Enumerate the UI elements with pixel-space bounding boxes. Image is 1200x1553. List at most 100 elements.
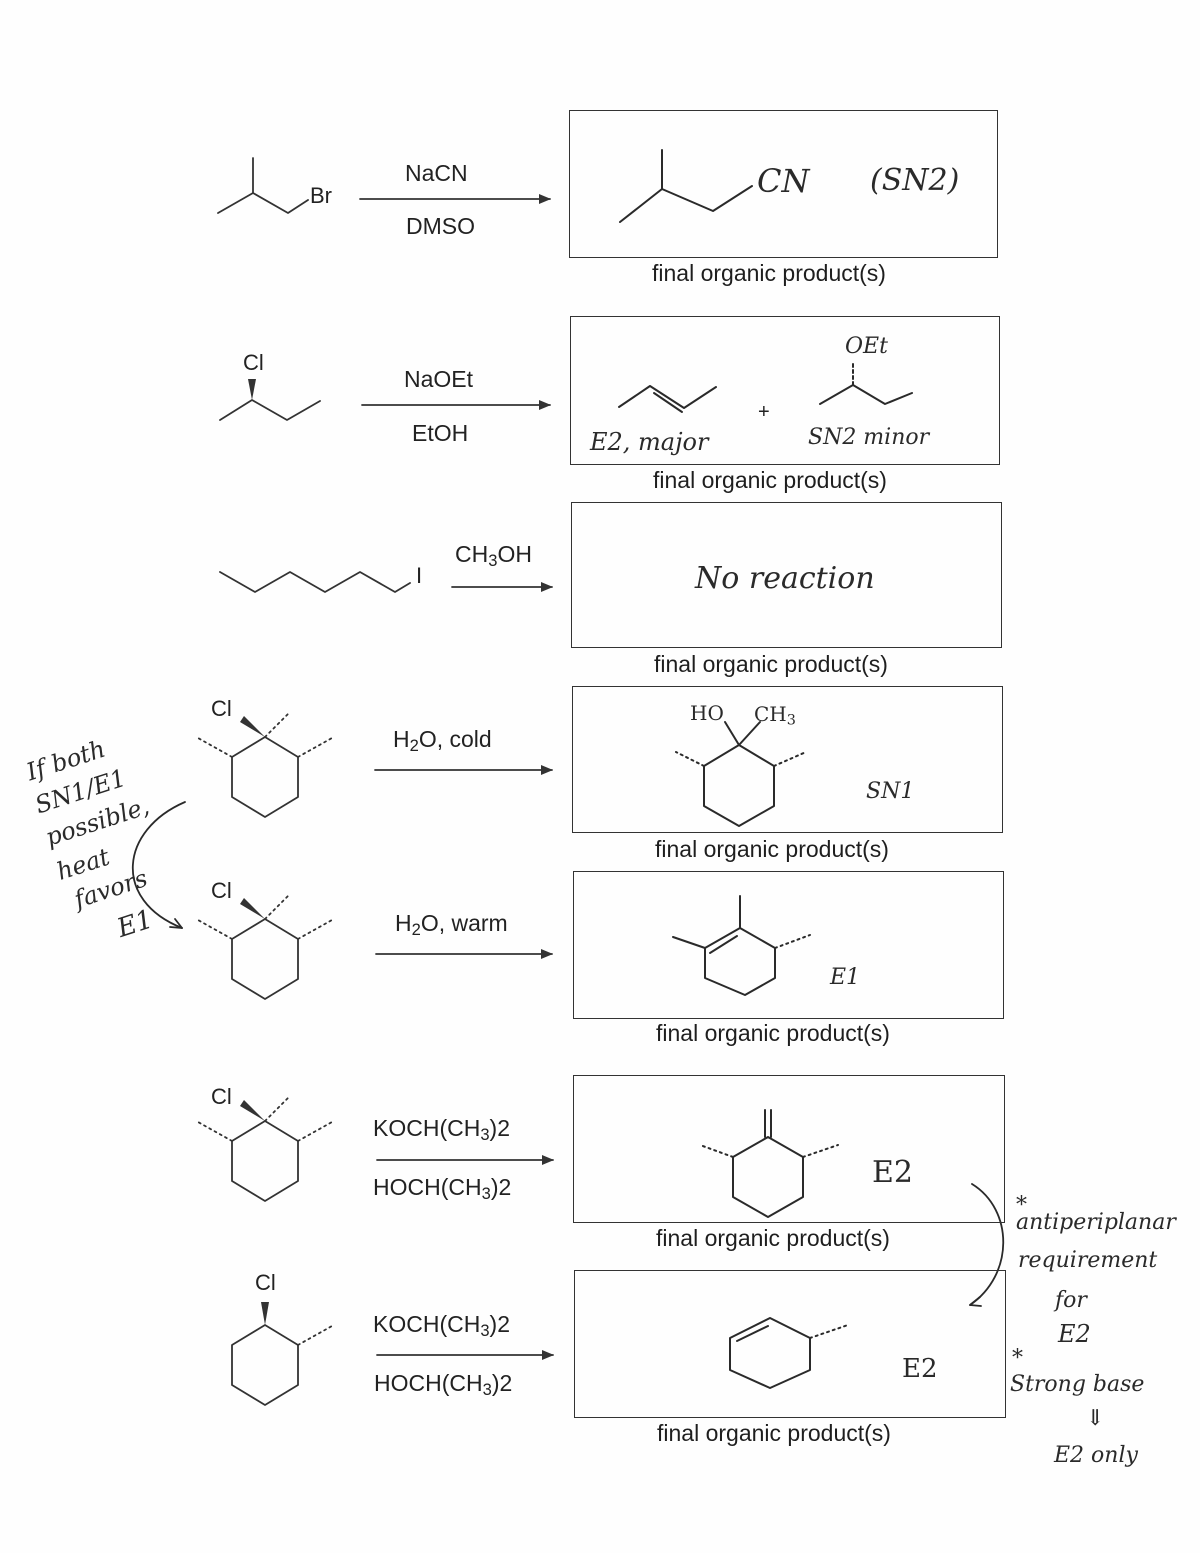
box-caption-4: final organic product(s) xyxy=(655,836,889,862)
reagent-7-top-tail: )2 xyxy=(489,1311,510,1337)
reagent-7-bottom-tail: )2 xyxy=(491,1370,513,1396)
answer-box-1[interactable] xyxy=(569,110,998,258)
substrate-6-atom: Cl xyxy=(211,1084,232,1109)
product-2-alkene xyxy=(618,385,717,413)
box-caption-6: final organic product(s) xyxy=(656,1225,890,1251)
box-caption-5: final organic product(s) xyxy=(656,1020,890,1046)
margin-note-right-line-3: for xyxy=(1055,1288,1087,1313)
reagent-6-bottom-tail: )2 xyxy=(490,1174,512,1200)
margin-note-right-line-2: requirement xyxy=(1018,1248,1158,1273)
wedge-bond-7 xyxy=(261,1302,269,1325)
note-left-curved-arrow xyxy=(131,801,186,929)
substrate-5-atom: Cl xyxy=(211,878,232,903)
margin-note-right2-star: * xyxy=(1012,1346,1023,1371)
reagent-3-top: CH3OH xyxy=(455,541,532,569)
reagent-6-top-tail: )2 xyxy=(489,1115,510,1141)
reagent-4-tail: O, cold xyxy=(418,726,492,752)
answer-3-note: No reaction xyxy=(695,561,875,596)
answer-6-mechanism: E2 xyxy=(872,1155,913,1190)
reagent-2-top: NaOEt xyxy=(404,366,474,392)
product-1-skeleton xyxy=(619,149,753,223)
box-caption-3: final organic product(s) xyxy=(654,651,888,677)
margin-note-right-star: * xyxy=(1016,1193,1027,1218)
answer-4-group-right-text: CH xyxy=(754,702,787,726)
answer-box-6[interactable] xyxy=(573,1075,1005,1223)
substrate-3-skeleton xyxy=(219,571,411,593)
wedge-bond-6 xyxy=(240,1100,265,1121)
reagent-1-top: NaCN xyxy=(405,160,468,186)
reagent-6-bottom-text: HOCH(CH xyxy=(373,1174,482,1200)
reagent-1-bottom: DMSO xyxy=(406,213,475,239)
substrate-4-atom: Cl xyxy=(211,696,232,721)
answer-2-label-left: E2, major xyxy=(590,428,709,456)
answer-4-group-right: CH3 xyxy=(754,702,796,728)
answer-1-group: CN xyxy=(757,162,810,200)
substrate-2-skeleton xyxy=(219,399,321,421)
answer-4-group-left: HO xyxy=(690,701,724,725)
reagent-5-text: H xyxy=(395,910,412,936)
reagent-6-bottom-sub: 3 xyxy=(481,1184,491,1204)
product-5-ring xyxy=(672,895,811,996)
answer-box-5[interactable] xyxy=(573,871,1004,1019)
product-4-ring xyxy=(675,721,807,827)
substrate-7-ring xyxy=(231,1324,333,1406)
answer-4-group-right-sub: 3 xyxy=(786,712,796,729)
answer-box-3[interactable] xyxy=(571,502,1002,648)
answer-box-7[interactable] xyxy=(574,1270,1006,1418)
reagent-6-bottom: HOCH(CH3)2 xyxy=(373,1174,512,1202)
margin-note-right2-line-1: Strong base xyxy=(1010,1372,1145,1397)
substrate-1-skeleton xyxy=(217,157,309,214)
product-2-ether xyxy=(819,360,913,405)
reagent-7-bottom-sub: 3 xyxy=(482,1380,492,1400)
answer-1-mechanism: (SN2) xyxy=(870,163,960,198)
reagent-4-top: H2O, cold xyxy=(393,726,492,754)
answer-2-plus: + xyxy=(758,401,770,423)
note-right-bracket-arrow xyxy=(969,1183,1005,1306)
substrate-7-atom: Cl xyxy=(255,1270,276,1295)
answer-box-4[interactable] xyxy=(572,686,1003,833)
margin-note-left-line-6: E1 xyxy=(113,904,157,944)
margin-note-right2-line-3: E2 only xyxy=(1054,1443,1138,1468)
reagent-5-tail: O, warm xyxy=(420,910,508,936)
answer-4-mechanism: SN1 xyxy=(866,779,915,804)
margin-note-right-line-4: E2 xyxy=(1058,1320,1091,1348)
answer-2-label-right: SN2 minor xyxy=(808,425,930,450)
wedge-bond-4 xyxy=(240,716,265,737)
product-6-ring xyxy=(699,1109,839,1218)
answer-box-2[interactable] xyxy=(570,316,1000,465)
reagent-7-top-sub: 3 xyxy=(480,1321,490,1341)
box-caption-2: final organic product(s) xyxy=(653,467,887,493)
substrate-3-atom: I xyxy=(416,563,423,588)
margin-note-right-line-1: antiperiplanar xyxy=(1016,1210,1176,1235)
substrate-4-ring xyxy=(197,711,333,818)
reagent-6-top: KOCH(CH3)2 xyxy=(373,1115,510,1143)
reagent-3-tail: OH xyxy=(497,541,532,567)
reagent-3-text: CH xyxy=(455,541,489,567)
reagent-7-bottom: HOCH(CH3)2 xyxy=(374,1370,513,1398)
reagent-4-sub: 2 xyxy=(409,736,419,756)
reagent-6-top-text: KOCH(CH xyxy=(373,1115,481,1141)
reagent-6-top-sub: 3 xyxy=(480,1125,490,1145)
reagent-7-top: KOCH(CH3)2 xyxy=(373,1311,510,1339)
substrate-2-atom: Cl xyxy=(243,350,264,375)
substrate-5-ring xyxy=(197,893,333,1000)
substrate-1-atom: Br xyxy=(310,183,332,208)
reagent-2-bottom: EtOH xyxy=(412,420,469,446)
reagent-3-sub: 3 xyxy=(488,551,498,571)
wedge-bond-5 xyxy=(240,898,265,919)
box-caption-7: final organic product(s) xyxy=(657,1420,891,1446)
reagent-5-top: H2O, warm xyxy=(395,910,508,938)
product-7-ring xyxy=(729,1317,849,1389)
answer-5-mechanism: E1 xyxy=(830,965,861,990)
box-caption-1: final organic product(s) xyxy=(652,260,886,286)
reagent-4-text: H xyxy=(393,726,410,752)
substrate-6-ring xyxy=(197,1095,333,1202)
reagent-5-sub: 2 xyxy=(411,920,421,940)
answer-7-mechanism: E2 xyxy=(902,1354,938,1384)
reagent-7-top-text: KOCH(CH xyxy=(373,1311,481,1337)
wedge-bond-2 xyxy=(248,379,256,400)
answer-2-substituent: OEt xyxy=(845,334,888,359)
reagent-7-bottom-text: HOCH(CH xyxy=(374,1370,483,1396)
